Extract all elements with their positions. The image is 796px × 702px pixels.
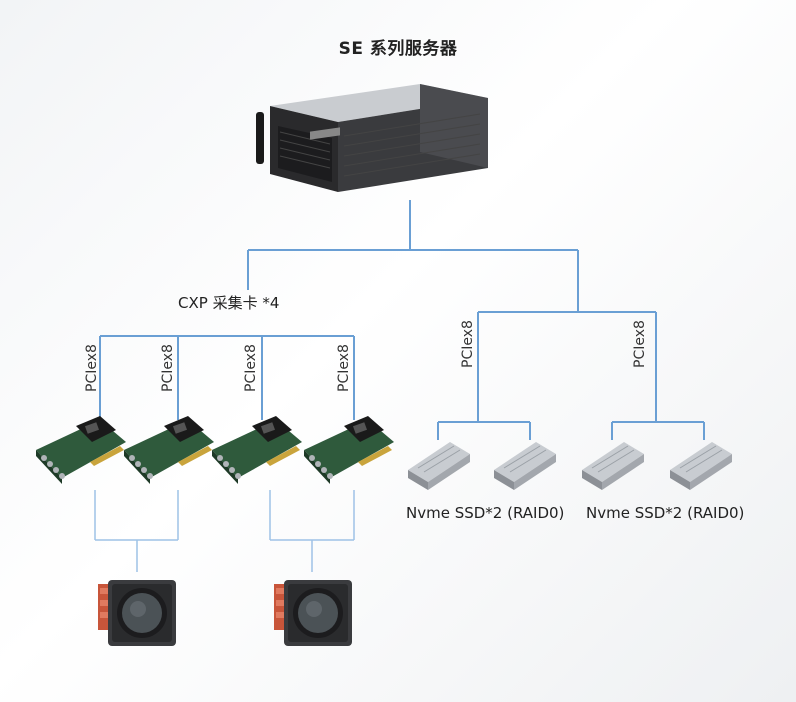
ssd-label-2: Nvme SSD*2 (RAID0)	[586, 504, 745, 522]
pcie-label-card-4: PCIex8	[336, 344, 352, 392]
capture-group-label: CXP 采集卡 *4	[178, 294, 280, 312]
pcie-label-ssd-1: PCIex8	[460, 320, 476, 368]
ssd-label-1: Nvme SSD*2 (RAID0)	[406, 504, 565, 522]
nvme-ssd-icon	[494, 442, 556, 490]
pcie-tree	[99, 200, 705, 440]
pcie-label-card-3: PCIex8	[243, 344, 259, 392]
camera-links	[94, 490, 355, 572]
diagram-title: SE 系列服务器	[338, 39, 458, 59]
pcie-label-card-1: PCIex8	[84, 344, 100, 392]
nvme-ssd-icon	[582, 442, 644, 490]
nvme-ssd-icon	[670, 442, 732, 490]
nvme-ssd-icon	[408, 442, 470, 490]
cxp-card-icon	[124, 416, 214, 484]
camera-icon	[98, 580, 176, 646]
camera-icon	[274, 580, 352, 646]
pcie-label-ssd-2: PCIex8	[632, 320, 648, 368]
cxp-card-icon	[36, 416, 126, 484]
cxp-card-icon	[212, 416, 302, 484]
server-icon	[256, 84, 488, 192]
pcie-label-card-2: PCIex8	[160, 344, 176, 392]
cxp-card-icon	[304, 416, 394, 484]
